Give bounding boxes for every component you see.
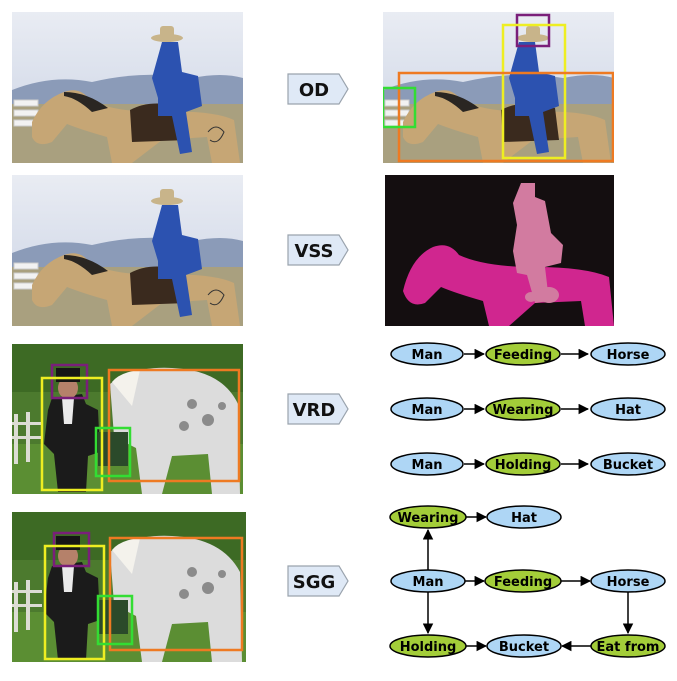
horse-detection-box <box>397 71 614 163</box>
sgg-node-feeding-label: Feeding <box>494 575 552 590</box>
sgg-node-man-label: Man <box>413 575 444 590</box>
sgg-node-bucket-label: Bucket <box>499 640 549 655</box>
rider-photo-detection <box>383 12 614 163</box>
sgg-node-wearing: Wearing <box>389 505 467 529</box>
man-horse-photo-row3 <box>12 344 243 494</box>
horse-box-sgg <box>108 536 244 652</box>
segmentation-mask <box>385 175 614 326</box>
man-detection-box <box>501 23 567 160</box>
triplet-wearing-predicate: Wearing <box>493 403 554 418</box>
man-segment <box>513 183 563 303</box>
triplet-wearing-object: Hat <box>615 403 641 418</box>
vrd-relationship-triplets: Man Feeding Horse Man Wearing Hat Man Ho… <box>380 334 670 484</box>
triplet-holding-object: Bucket <box>603 458 653 473</box>
horse-segment <box>403 245 614 326</box>
vrd-tag-label: VRD <box>293 400 336 421</box>
sgg-node-feeding: Feeding <box>484 569 562 593</box>
sgg-tag: SGG <box>287 565 349 597</box>
hat-box-sgg <box>52 531 91 568</box>
sgg-node-holding: Holding <box>389 634 467 658</box>
sgg-tag-label: SGG <box>293 572 336 593</box>
sgg-node-eat-from: Eat from <box>590 634 666 658</box>
sgg-node-hat: Hat <box>486 505 562 529</box>
triplet-feeding-subject: Man <box>412 348 443 363</box>
hat-detection-box <box>515 13 551 48</box>
man-box-sgg <box>43 544 106 661</box>
triplet-holding-predicate: Holding <box>495 458 552 473</box>
vrd-tag: VRD <box>287 393 349 425</box>
sgg-node-wearing-label: Wearing <box>398 511 459 526</box>
fence-detection-box <box>383 86 417 129</box>
triplet-holding: Man Holding Bucket <box>390 452 666 476</box>
triplet-wearing-subject: Man <box>412 403 443 418</box>
vss-tag-label: VSS <box>294 241 333 262</box>
vss-tag: VSS <box>287 234 349 266</box>
triplet-feeding-predicate: Feeding <box>494 348 552 363</box>
hat-box-vrd <box>50 363 89 400</box>
triplet-holding-subject: Man <box>412 458 443 473</box>
od-tag: OD <box>287 73 349 105</box>
bucket-box-sgg <box>96 594 134 646</box>
rider-photo-row1 <box>12 12 243 163</box>
triplet-feeding: Man Feeding Horse <box>390 342 666 366</box>
triplet-wearing: Man Wearing Hat <box>390 397 666 421</box>
sgg-node-eat-from-label: Eat from <box>597 640 660 655</box>
sgg-node-man: Man <box>390 569 466 593</box>
sgg-node-bucket: Bucket <box>486 634 562 658</box>
sgg-node-horse-label: Horse <box>607 575 650 590</box>
sgg-node-hat-label: Hat <box>511 511 537 526</box>
triplet-feeding-object: Horse <box>607 348 650 363</box>
man-box-vrd <box>40 376 104 492</box>
rider-photo-row2 <box>12 175 243 326</box>
sgg-node-holding-label: Holding <box>400 640 457 655</box>
od-tag-label: OD <box>299 80 329 101</box>
man-horse-photo-row4 <box>12 512 246 662</box>
bucket-box-vrd <box>94 426 132 478</box>
scene-graph: Wearing Hat Man Feeding Horse Holding Bu… <box>380 500 670 665</box>
horse-box-vrd <box>107 368 241 483</box>
sgg-node-horse: Horse <box>590 569 666 593</box>
